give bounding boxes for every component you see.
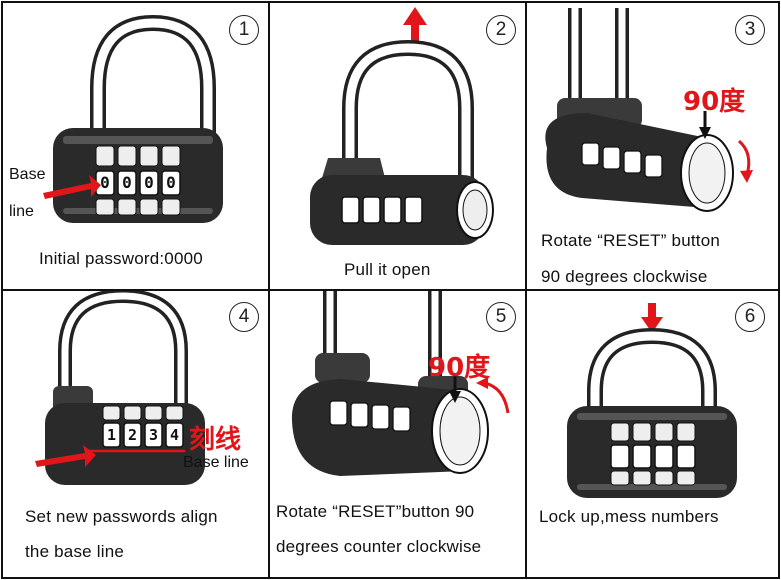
step-number: 6 [735,302,765,332]
angle-label: 90度 [683,87,746,117]
wheel-digit-2: 2 [127,426,138,444]
padlock-locked-icon [567,303,737,498]
base-label-line-2: line [9,203,34,220]
step-caption-line-1: Initial password:0000 [39,249,203,268]
divider-horizontal [1,289,780,291]
step-caption-line-1: Rotate “RESET”button 90 [276,502,475,521]
step-4-panel: 1 2 3 4 刻线 Base line 4 Set new passwords… [3,291,268,578]
base-label-line-1: Base [9,166,46,183]
step-5-panel: 90度 5 Rotate “RESET”button 90 degrees co… [270,291,525,578]
step-number: 5 [486,302,516,332]
wheel-digit-3: 3 [148,426,159,444]
step-number: 3 [735,15,765,45]
step-caption-line-2: the base line [25,542,125,561]
marker-label: 刻线 [189,425,242,455]
step-caption-line-1: Set new passwords align [25,507,218,526]
step-1-panel: 0 0 0 0 1 Base line Initial password:000… [3,3,268,289]
step-number: 2 [486,15,516,45]
wheel-digit-1: 0 [100,173,110,192]
step-caption-line-1: Pull it open [344,260,431,279]
wheel-digit-1: 1 [106,426,117,444]
step-caption-line-1: Rotate “RESET” button [541,231,720,250]
base-line-label: Base line [183,454,249,471]
padlock-set-password-icon [35,291,205,485]
step-2-panel: 2 Pull it open [270,3,525,289]
angle-label: 90度 [428,353,491,383]
step-6-panel: 6 Lock up,mess numbers [527,291,778,578]
wheel-digit-4: 4 [169,426,180,444]
step-number: 1 [229,15,259,45]
step-caption-line-2: 90 degrees clockwise [541,267,708,286]
padlock-reset-icon [545,8,753,212]
step-caption-line-1: Lock up,mess numbers [539,507,719,526]
padlock-reset-back-icon [291,291,510,476]
wheel-digit-4: 0 [166,173,176,192]
wheel-digit-3: 0 [144,173,154,192]
padlock-closed-icon [43,14,223,223]
step-number: 4 [229,302,259,332]
padlock-open-icon [310,7,494,245]
wheel-digit-2: 0 [122,173,132,192]
step-caption-line-2: degrees counter clockwise [276,537,482,556]
step-3-panel: 90度 3 Rotate “RESET” button 90 degrees c… [527,3,778,289]
